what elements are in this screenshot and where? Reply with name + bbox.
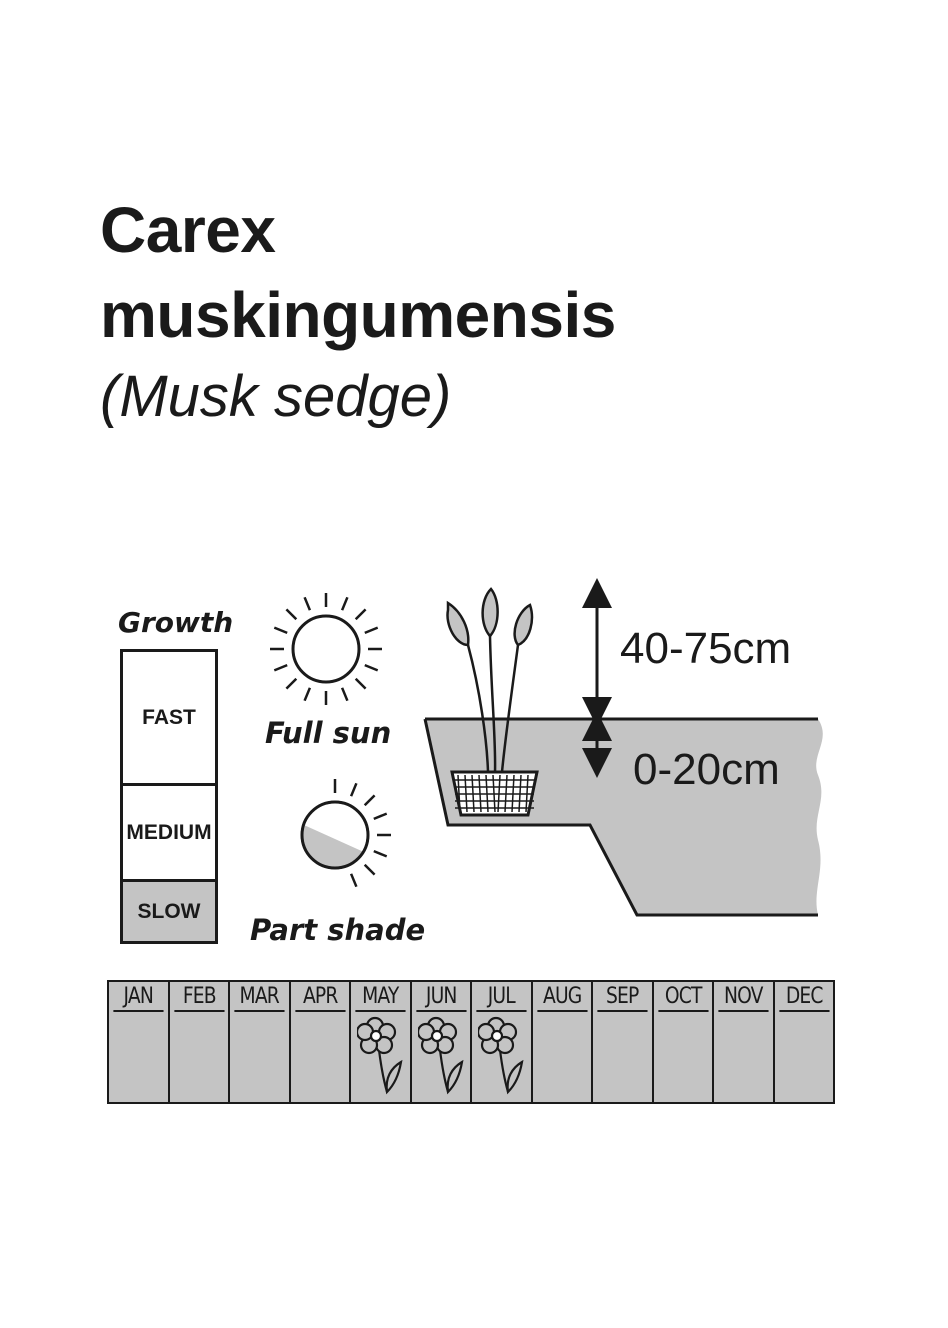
month-name: NOV [718,982,769,1012]
pond-water [425,719,823,915]
sun-ray [273,626,288,635]
calendar-month-may: MAY [351,982,412,1102]
full-sun-label: Full sun [265,716,392,750]
sun-ray [373,812,388,821]
month-name: SEP [597,982,648,1012]
pond-outline [423,718,818,917]
sun-ray [303,687,312,702]
flower-icon [417,1016,463,1095]
sun-ray [363,794,376,807]
plant-common-name: (Musk sedge) [100,364,452,429]
sun-ray [340,596,349,611]
month-name: FEB [173,982,224,1012]
sun-ray [340,687,349,702]
sun-ray [364,626,379,635]
month-name: JAN [113,982,164,1012]
sun-ray [285,677,298,690]
height-above-water-label: 40-75cm [620,624,792,673]
month-name: MAY [355,982,406,1012]
month-name: OCT [657,982,708,1012]
sun-ray [363,863,376,876]
flower-icon [478,1016,524,1095]
depth-below-water-label: 0-20cm [633,745,780,794]
flowering-calendar: JAN FEB [107,980,835,1104]
sun-ray [285,608,298,621]
sun-ray [354,677,367,690]
calendar-month-jun: JUN [412,982,472,1102]
part-shade-icon [300,779,391,888]
month-name: APR [294,982,345,1012]
calendar-month-feb: FEB [170,982,230,1102]
calendar-month-jul: JUL [472,982,533,1102]
calendar-month-mar: MAR [230,982,291,1102]
part-shade-label: Part shade [250,913,426,947]
plant-genus: Carex [100,194,276,266]
calendar-month-oct: OCT [654,982,714,1102]
sun-ray [354,608,367,621]
sun-ray [349,873,358,888]
month-name: MAR [234,982,285,1012]
month-name: DEC [778,982,829,1012]
sun-ray [364,663,379,672]
calendar-month-apr: APR [291,982,351,1102]
sun-ray [303,596,312,611]
sun-ray [349,782,358,797]
month-name: AUG [536,982,587,1012]
calendar-month-dec: DEC [775,982,834,1102]
growth-slow: SLOW [120,879,218,944]
sun-ray [373,849,388,858]
month-name: JUN [415,982,466,1012]
growth-title: Growth [118,606,234,639]
month-name: JUL [476,982,527,1012]
flower-icon [357,1016,403,1095]
calendar-month-aug: AUG [533,982,593,1102]
sun-ray [273,663,288,672]
plant-species: muskingumensis [100,279,616,351]
full-sun-icon [270,593,382,705]
plant-icon [446,587,539,817]
calendar-month-jan: JAN [109,982,170,1102]
calendar-month-sep: SEP [593,982,654,1102]
calendar-month-nov: NOV [714,982,775,1102]
